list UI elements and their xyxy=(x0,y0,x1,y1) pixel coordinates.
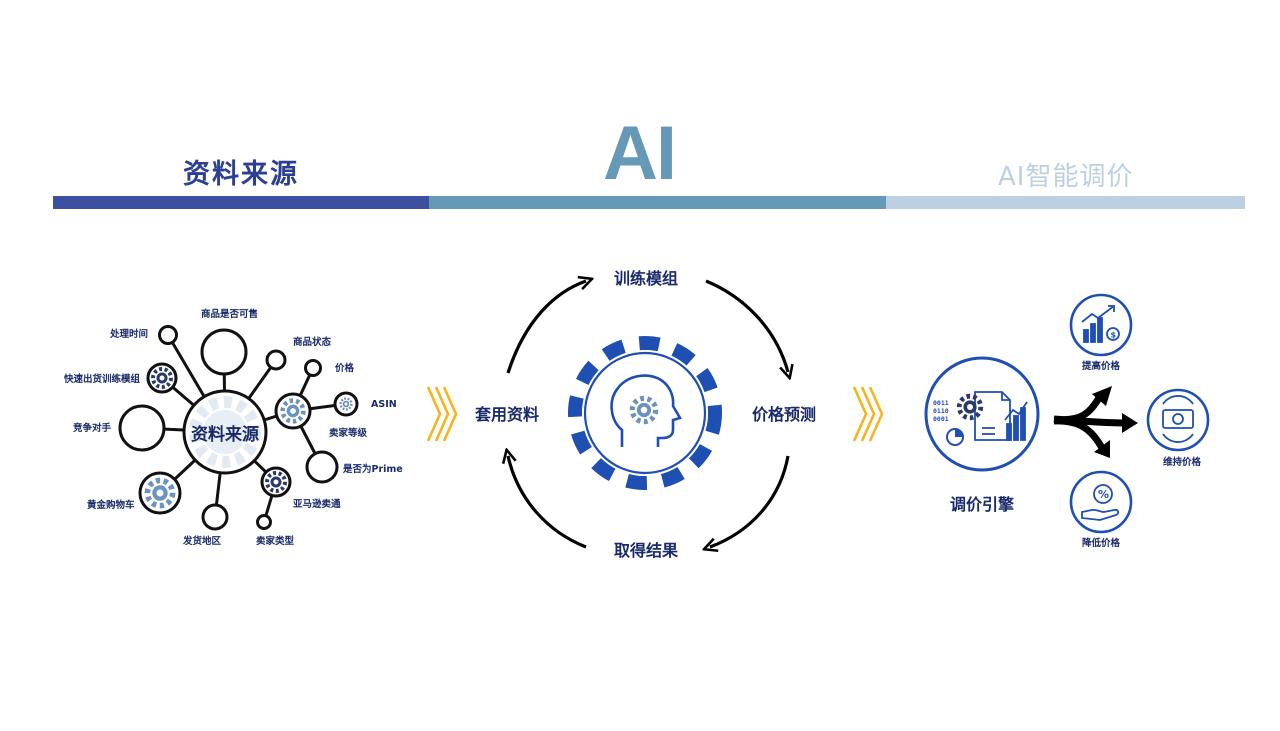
ai-gear-head-icon xyxy=(568,336,722,490)
label-seller-rating: 卖家等级 xyxy=(329,427,368,439)
branch-arrows-icon xyxy=(1053,386,1138,458)
cycle-arrows xyxy=(508,281,788,547)
progress-bar-segment-1 xyxy=(53,196,429,209)
cycle-label-result: 取得结果 xyxy=(614,541,678,560)
outcome-keep: 维持价格 xyxy=(1146,388,1210,468)
section-title-ai-pricing: AI智能调价 xyxy=(998,162,1134,192)
outcome-lower: % 降低价格 xyxy=(1069,470,1133,549)
engine-label: 调价引擎 xyxy=(950,495,1015,514)
hub-center-label: 资料来源 xyxy=(191,424,259,445)
engine-circle xyxy=(924,356,1040,472)
node-product-status xyxy=(265,349,287,371)
cycle-label-train: 训练模组 xyxy=(614,269,678,288)
chevron-arrow-icon-right xyxy=(852,386,884,442)
label-asin: ASIN xyxy=(371,399,397,410)
node-ship-region xyxy=(201,503,229,531)
node-is-prime xyxy=(305,450,339,484)
money-cycle-icon xyxy=(1162,395,1194,443)
outcome-raise-label: 提高价格 xyxy=(1082,360,1121,372)
svg-text:%: % xyxy=(1098,488,1109,501)
binary-line-1: 0011 xyxy=(933,399,949,407)
outcome-lower-label: 降低价格 xyxy=(1082,537,1121,549)
hub-gear-icon xyxy=(182,389,268,475)
label-seller-type: 卖家类型 xyxy=(256,535,295,547)
node-processing-time xyxy=(158,325,178,345)
label-processing-time: 处理时间 xyxy=(109,328,148,340)
outcome-keep-label: 维持价格 xyxy=(1163,456,1202,468)
label-amazon-fulfilled: 亚马逊卖通 xyxy=(293,498,341,510)
section-title-data-source: 资料来源 xyxy=(183,159,299,190)
label-ship-region: 发货地区 xyxy=(182,535,222,547)
node-seller-type xyxy=(256,514,272,530)
data-source-hub: 资料来源 处理时间 商品是否可售 商品状态 价格 ASIN 卖家等级 是否为Pr… xyxy=(64,308,403,547)
label-product-status: 商品状态 xyxy=(293,336,332,348)
svg-text:$: $ xyxy=(1111,331,1117,340)
progress-bar-segment-3 xyxy=(886,196,1245,209)
engine-pie-icon xyxy=(946,428,964,446)
pricing-engine: 0011 0110 0001 调价引擎 xyxy=(924,293,1210,549)
node-price xyxy=(304,359,322,377)
label-product-sellable: 商品是否可售 xyxy=(201,308,258,320)
section-title-ai: AI xyxy=(603,111,677,196)
label-price: 价格 xyxy=(335,362,355,374)
progress-bar-segment-2 xyxy=(429,196,886,209)
node-product-sellable xyxy=(200,328,248,376)
binary-line-3: 0001 xyxy=(933,415,949,423)
chart-up-icon: $ xyxy=(1081,305,1120,343)
label-competitors: 竞争对手 xyxy=(72,422,112,434)
engine-document-chart-icon xyxy=(974,391,1028,441)
cycle-label-predict: 价格预测 xyxy=(752,405,816,424)
label-fast-ship-model: 快速出货训练模组 xyxy=(64,373,141,385)
outcome-raise: $ 提高价格 xyxy=(1069,293,1133,372)
label-buy-box: 黄金购物车 xyxy=(87,499,135,511)
node-competitors xyxy=(118,404,166,452)
label-is-prime: 是否为Prime xyxy=(342,463,403,475)
cycle-label-apply: 套用资料 xyxy=(474,405,539,424)
percent-hand-icon: % xyxy=(1081,484,1120,521)
binary-line-2: 0110 xyxy=(933,407,949,415)
chevron-arrow-icon-left xyxy=(426,386,458,442)
training-cycle: 训练模组 价格预测 取得结果 套用资料 xyxy=(474,269,816,560)
